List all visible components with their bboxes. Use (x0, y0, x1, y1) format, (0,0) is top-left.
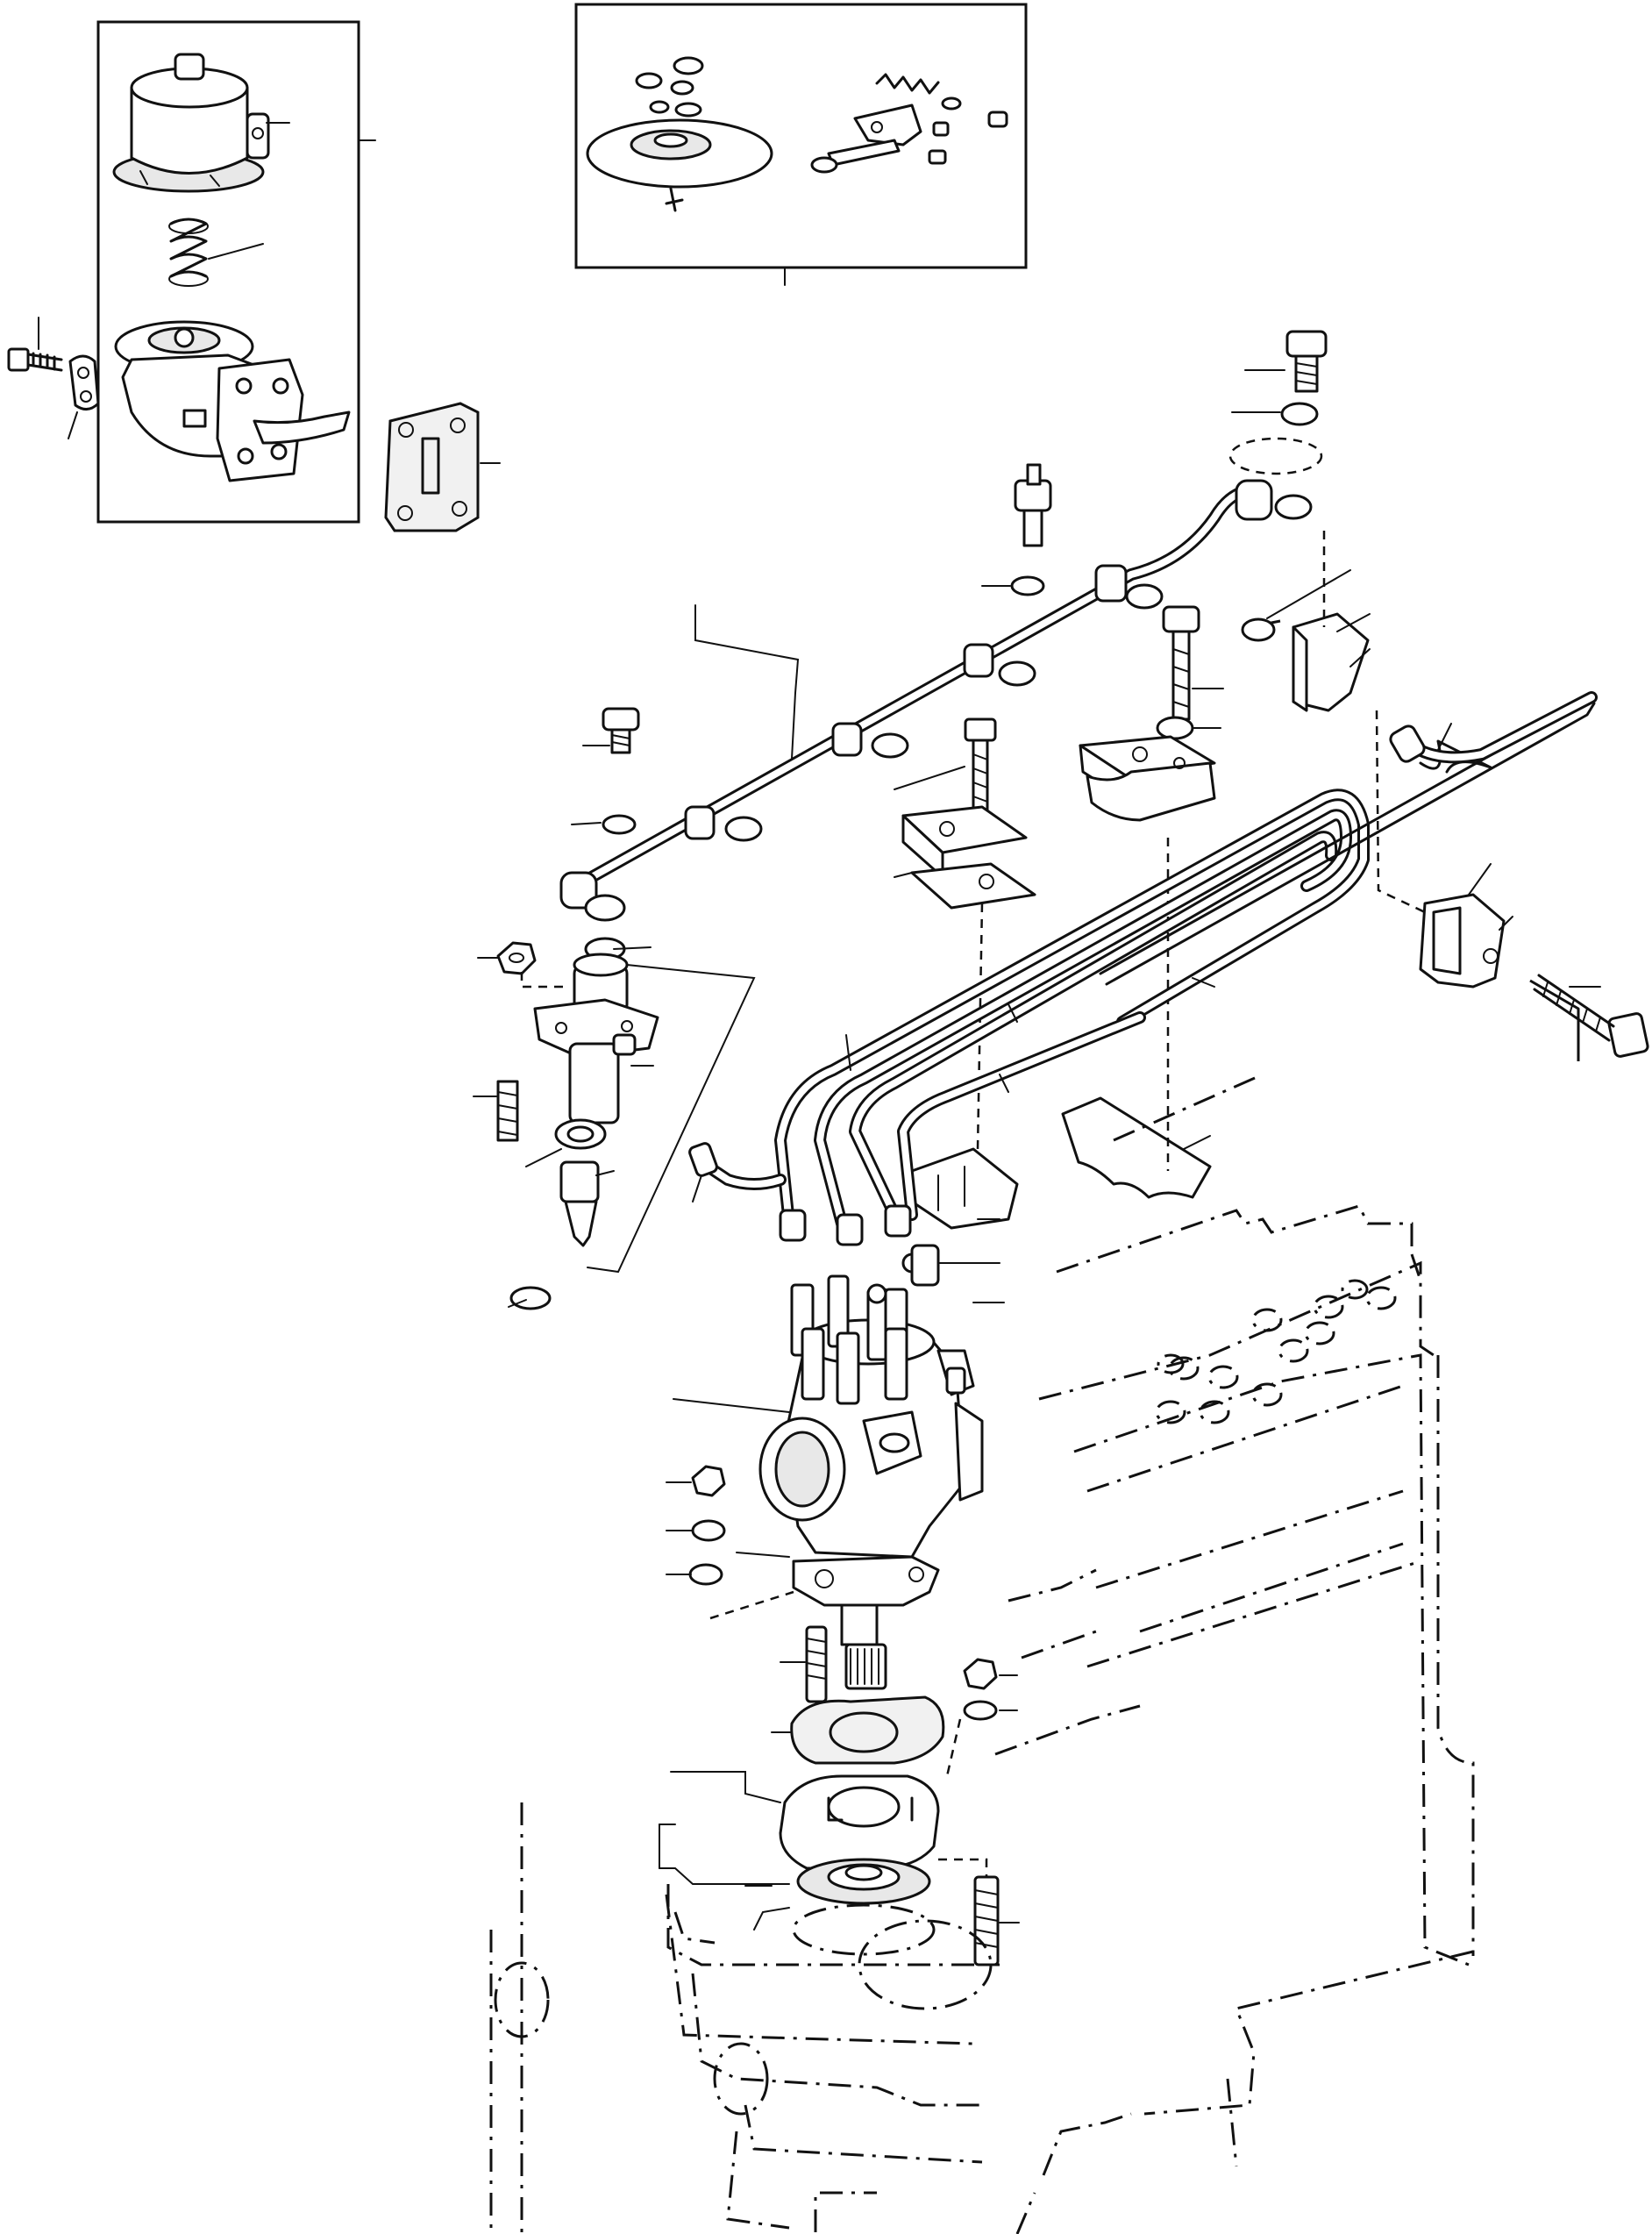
drive-adaptor (753, 1858, 931, 1931)
engine-block-outline (489, 1073, 1475, 2234)
clamp-bolt-upper (1156, 605, 1224, 740)
injector-pipes (688, 691, 1598, 1246)
injector-assembly (473, 937, 756, 1310)
governor-frame (574, 3, 1028, 269)
clamp-block-right-lower (1419, 863, 1513, 989)
rail-banjo (559, 479, 1313, 922)
adaptor-stud (938, 1858, 1020, 1966)
governor-inset (574, 3, 1028, 286)
leader-line (208, 243, 264, 260)
bleed-screw (981, 463, 1052, 596)
clamp-block-center (894, 805, 1036, 910)
clamp-block-pump-side (910, 1147, 1019, 1230)
pump-cover (112, 53, 270, 193)
pump-gasket (771, 1695, 945, 1765)
lift-pump-inset (96, 20, 376, 524)
banjo-bolt-right (1228, 330, 1328, 475)
clamp-bolt-right (1529, 974, 1649, 1061)
pump-gasket (384, 402, 501, 532)
clamp-block-lower (1061, 1096, 1212, 1199)
lift-pump-frame (96, 20, 360, 524)
pump-stud (780, 1625, 828, 1703)
lock-plate (68, 354, 100, 439)
pump-fixings-left (666, 1465, 726, 1586)
pump-fixings-right (945, 1658, 1018, 1777)
leak-off-pipe (559, 479, 1313, 922)
clamp-block-right-upper (1241, 569, 1371, 712)
reference-line (1375, 710, 1426, 914)
banjo-bolt-left (571, 707, 640, 835)
pump-bolt (7, 317, 63, 372)
clamp-block-upper (1079, 735, 1216, 822)
pump-body (114, 320, 351, 482)
pump-adaptor-plate (659, 1771, 940, 1887)
injection-pump (673, 1218, 1005, 1690)
pump-spring (168, 218, 209, 287)
